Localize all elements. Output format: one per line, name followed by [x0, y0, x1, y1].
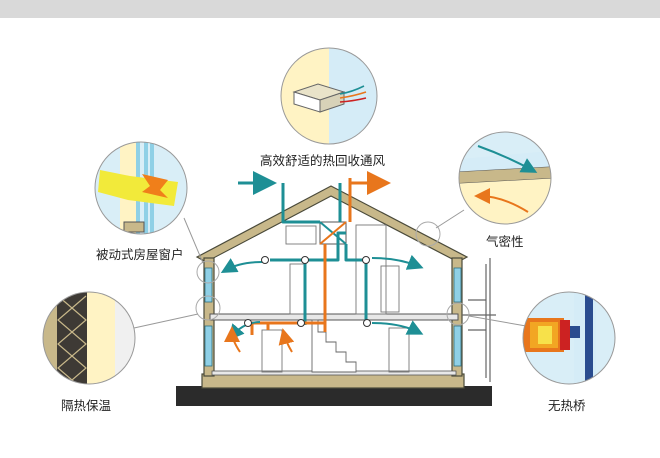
- insulation-label: 隔热保温: [61, 398, 112, 413]
- window-callout: [94, 141, 188, 235]
- left-window-upper: [204, 267, 213, 303]
- heat-recovery-label: 高效舒适的热回收通风: [260, 153, 386, 168]
- right-window-lower: [453, 325, 462, 367]
- thermal-bridge-icon: [523, 292, 596, 384]
- airtight-label: 气密性: [486, 234, 524, 249]
- passive-window-label: 被动式房屋窗户: [96, 247, 184, 262]
- top-band: [0, 0, 660, 18]
- ground-slab: [176, 386, 492, 406]
- no-thermal-bridge-label: 无热桥: [548, 398, 586, 413]
- foundation: [201, 373, 465, 389]
- thermal-bridge-callout: [522, 291, 616, 385]
- airtight-seal-icon: [459, 145, 551, 224]
- left-window-lower: [204, 325, 213, 367]
- middle-floor: [209, 313, 459, 321]
- heat-recovery-callout: [280, 47, 378, 145]
- airtight-callout: [458, 131, 552, 225]
- window-frame-icon: [98, 142, 178, 234]
- right-window-upper: [453, 267, 462, 303]
- insulation-layer-icon: [43, 292, 135, 384]
- insulation-callout: [42, 291, 136, 385]
- heat-recovery-unit-icon: [292, 83, 346, 113]
- fan-icon: [244, 256, 371, 327]
- staircase: [311, 319, 357, 373]
